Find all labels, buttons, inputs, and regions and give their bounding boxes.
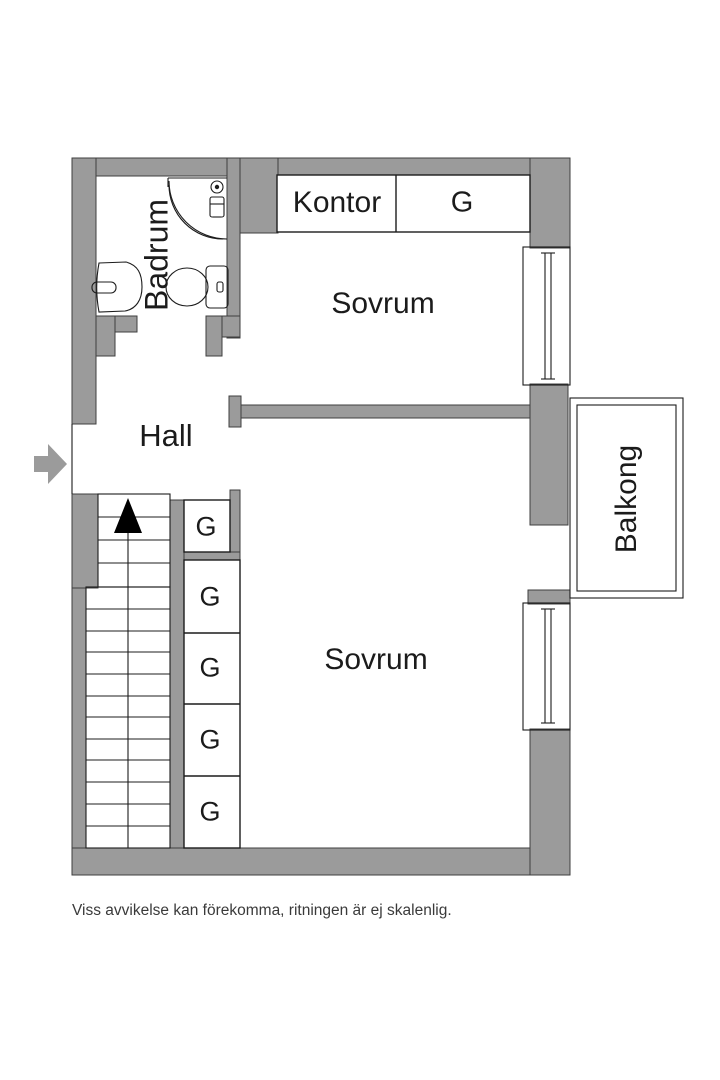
wall-right-middle: [529, 383, 569, 526]
staircase: [85, 493, 171, 849]
room-label-sovrum-upper: Sovrum: [331, 287, 435, 320]
wall-bathroom-tab-right: [205, 315, 223, 357]
wall-left-bottom: [71, 587, 87, 876]
stairs-up-arrow-icon: [114, 498, 142, 533]
wall-room-divider: [239, 404, 531, 419]
room-label-hall: Hall: [139, 418, 193, 453]
wall-right-stub: [527, 589, 571, 605]
wall-top-block: [239, 157, 279, 234]
wall-bathroom-right: [226, 157, 241, 339]
closet-box-1: [183, 499, 231, 553]
closet-label-kontor-g: G: [450, 186, 474, 219]
wall-right-top: [529, 157, 571, 249]
wall-left-middle: [71, 493, 99, 589]
closet-label-g2: G: [199, 581, 221, 612]
walls: [71, 157, 571, 876]
shower-icon: [167, 177, 228, 240]
closet-label-g5: G: [199, 796, 221, 827]
wall-top: [71, 157, 571, 177]
room-label-balkong: Balkong: [610, 444, 643, 554]
wall-right-bottom: [529, 728, 571, 876]
wall-bottom: [71, 847, 571, 876]
room-label-kontor: Kontor: [292, 186, 382, 219]
room-label-badrum: Badrum: [138, 198, 175, 312]
window-symbol-lower: [522, 602, 571, 731]
closet-label-g1: G: [195, 511, 217, 542]
wall-left-top: [71, 157, 97, 425]
wall-closet1-right: [229, 489, 241, 561]
sink-icon: [91, 261, 143, 313]
wall-stair-right: [169, 499, 185, 849]
toilet-icon: [165, 265, 229, 309]
windows: [522, 246, 571, 731]
closet-label-g3: G: [199, 652, 221, 683]
disclaimer-text: Viss avvikelse kan förekomma, ritningen …: [72, 902, 452, 919]
wall-bathroom-tab-left: [95, 315, 116, 357]
closet-label-g4: G: [199, 724, 221, 755]
kontor-closet-box: [276, 174, 531, 233]
entrance: [34, 424, 73, 494]
entrance-arrow-icon: [34, 444, 67, 484]
window-symbol-upper: [522, 246, 571, 386]
storage: [183, 174, 531, 849]
balcony-outline: [569, 397, 684, 599]
wall-divider-endcap: [228, 395, 242, 428]
room-label-sovrum-lower: Sovrum: [324, 643, 428, 676]
bathroom-fixtures: [91, 177, 229, 313]
